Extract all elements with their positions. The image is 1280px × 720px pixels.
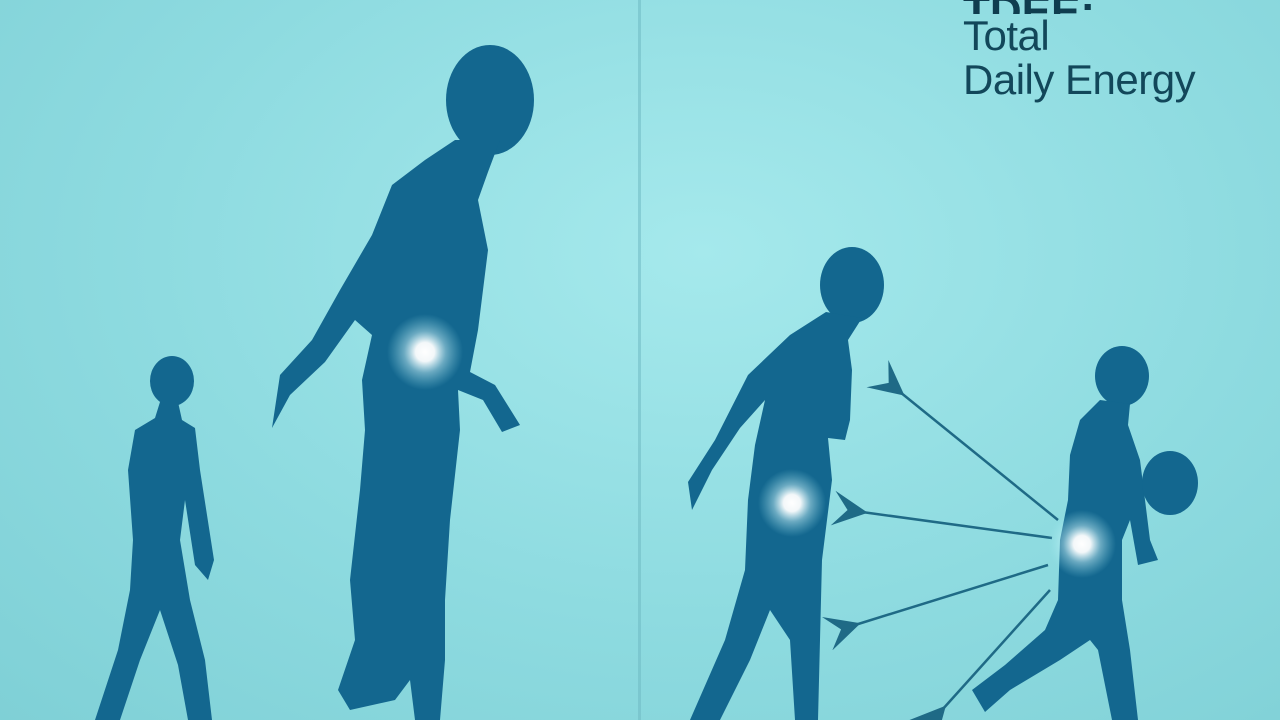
tall-standing-figure (272, 45, 534, 720)
arrow-icon (830, 490, 1053, 540)
caption-line-2: Daily Energy (963, 56, 1196, 103)
arrow-icon (909, 589, 1051, 720)
energy-glow-icon (758, 469, 826, 537)
energy-glow-icon (387, 314, 463, 390)
caption-line-1: Total (963, 12, 1050, 59)
arrow-icon (866, 360, 1059, 521)
small-walking-figure (95, 356, 214, 720)
energy-arrows (821, 360, 1059, 720)
ball-icon (1142, 451, 1198, 515)
caption-heading: TDEE: (963, 0, 1273, 14)
caption: TDEE: Total Daily Energy (963, 0, 1273, 102)
arrow-icon (821, 563, 1049, 651)
panel-divider (638, 0, 641, 720)
energy-glow-icon (1048, 510, 1116, 578)
